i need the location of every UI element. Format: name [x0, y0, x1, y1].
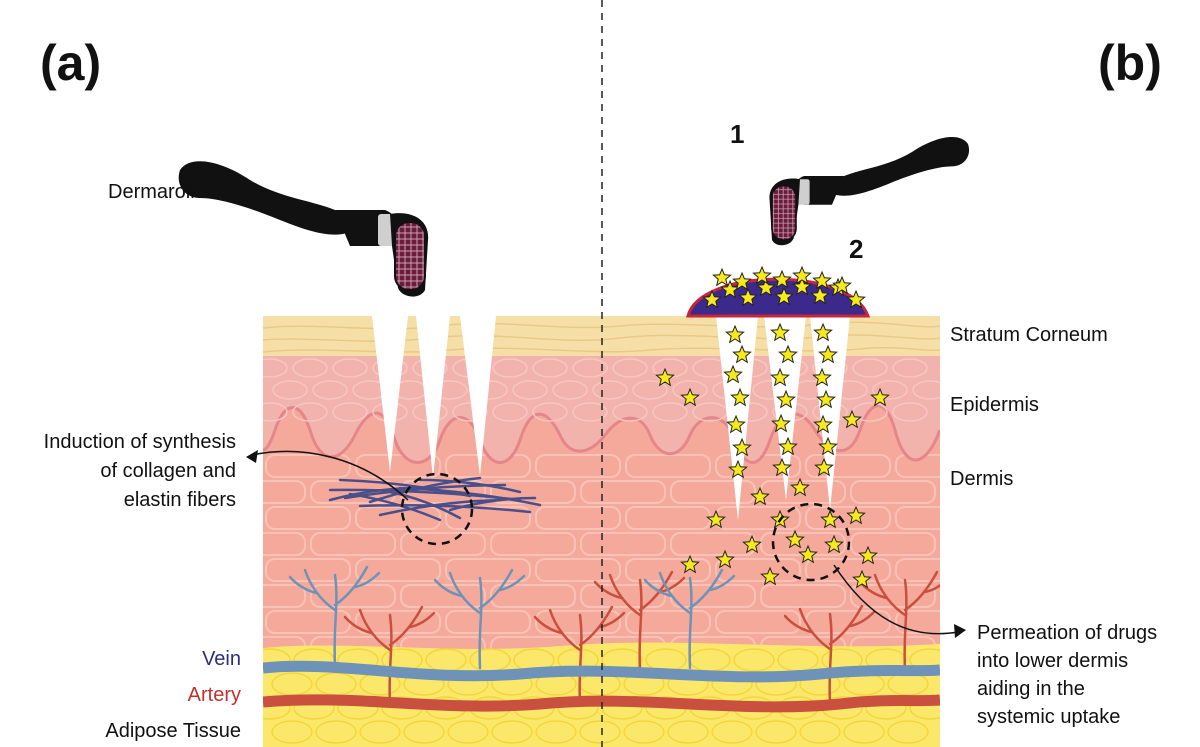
capillaries [288, 565, 940, 707]
dermaroller-b [769, 137, 970, 246]
label-vein: Vein [202, 648, 241, 670]
artery-vessel [263, 694, 940, 713]
focus-circle-a [400, 472, 474, 546]
label-dermis: Dermis [950, 468, 1013, 490]
label-artery: Artery [188, 684, 241, 706]
arrow-permeation [833, 564, 959, 635]
panel-label-b: (b) [1098, 35, 1162, 91]
annotation-arrows [246, 450, 966, 638]
arrow-induction [251, 450, 409, 501]
annotation-permeation: Permeation of drugs into lower dermis ai… [977, 622, 1157, 728]
drug-molecules [655, 265, 890, 589]
dermaroller-a [178, 161, 429, 297]
needle-channels-a [372, 316, 496, 478]
step-label-1: 1 [730, 119, 744, 149]
annotation-induction: Induction of synthesis of collagen and e… [44, 431, 236, 511]
svg-text:Induction of synthesis: Induction of synthesis [44, 431, 236, 453]
vein-vessel [263, 660, 940, 683]
panel-label-a: (a) [40, 35, 101, 91]
svg-text:into lower dermis: into lower dermis [977, 650, 1128, 672]
focus-circle-b [771, 502, 851, 582]
svg-text:Permeation of drugs: Permeation of drugs [977, 622, 1157, 644]
label-dermaroller: Dermaroller [108, 181, 213, 203]
svg-text:aiding in the: aiding in the [977, 678, 1085, 700]
svg-text:elastin fibers: elastin fibers [124, 489, 236, 511]
label-stratum-corneum: Stratum Corneum [950, 324, 1108, 346]
label-adipose: Adipose Tissue [105, 720, 241, 742]
skin-block [263, 316, 940, 747]
label-epidermis: Epidermis [950, 394, 1039, 416]
svg-text:of collagen and: of collagen and [100, 460, 236, 482]
svg-text:systemic uptake: systemic uptake [977, 706, 1120, 728]
step-label-2: 2 [849, 234, 863, 264]
collagen-fibers [328, 476, 542, 522]
